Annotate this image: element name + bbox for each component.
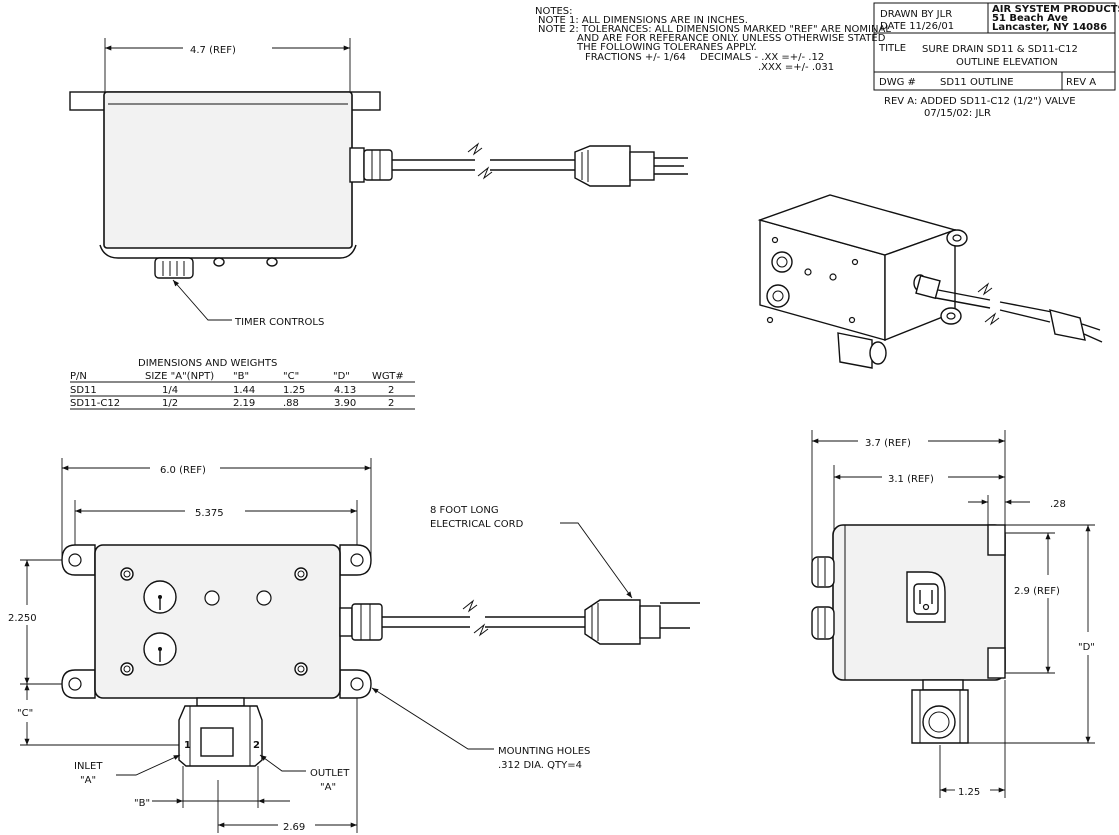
title-line1: SURE DRAIN SD11 & SD11-C12 xyxy=(922,44,1078,55)
table-cell: SD11 xyxy=(70,385,97,396)
note-2-line2: AND ARE FOR REFERANCE ONLY. UNLESS OTHER… xyxy=(577,33,886,44)
table-cell: 2 xyxy=(388,398,394,409)
side-valve-icon xyxy=(911,679,969,744)
top-width-label: 4.7 (REF) xyxy=(190,45,236,56)
note-1: NOTE 1: ALL DIMENSIONS ARE IN INCHES. xyxy=(538,15,748,26)
tolerance-fractions: FRACTIONS +/- 1/64 xyxy=(585,52,686,63)
table-cell: 1/2 xyxy=(162,398,178,409)
side-flange-label: .28 xyxy=(1050,499,1066,510)
table-cell: 2.19 xyxy=(233,398,255,409)
note-2-line3: THE FOLLOWING TOLERANES APPLY. xyxy=(576,42,757,53)
tolerance-decimals-xxx: .XXX =+/- .031 xyxy=(758,62,834,73)
table-row: SD11-C12 1/2 2.19 .88 3.90 2 xyxy=(70,398,394,409)
title-label: TITLE xyxy=(878,43,906,54)
mounting-hole-icon xyxy=(350,677,364,691)
revision: REV A xyxy=(1066,77,1096,88)
company-address-line1: 51 Beach Ave xyxy=(992,13,1068,24)
drawing-number: SD11 OUTLINE xyxy=(940,77,1014,88)
plug-icon xyxy=(574,145,688,187)
dim-c-label: "C" xyxy=(17,708,33,719)
table-header-c: "C" xyxy=(283,371,299,382)
notes-block: NOTES: NOTE 1: ALL DIMENSIONS ARE IN INC… xyxy=(535,6,891,73)
outlet-label-line2: "A" xyxy=(320,782,336,793)
inlet-port-number: 1 xyxy=(184,740,191,751)
dim-d-label: "D" xyxy=(1078,642,1095,653)
table-cell: 1.44 xyxy=(233,385,255,396)
timer-dial-icon xyxy=(143,580,177,614)
side-knob-icon xyxy=(811,556,835,588)
table-header-b: "B" xyxy=(233,371,249,382)
iso-cord-icon xyxy=(913,274,1103,343)
drawing-number-label: DWG # xyxy=(879,77,916,88)
revision-note: REV A: ADDED SD11-C12 (1/2") VALVE xyxy=(884,96,1076,107)
table-title: DIMENSIONS AND WEIGHTS xyxy=(138,358,277,369)
side-height-label: 2.9 (REF) xyxy=(1014,586,1060,597)
drawing-date: DATE 11/26/01 xyxy=(880,21,954,32)
table-cell: 4.13 xyxy=(334,385,356,396)
side-valve-width-label: 1.25 xyxy=(958,787,980,798)
timer-knob-icon xyxy=(154,257,194,279)
title-line2: OUTLINE ELEVATION xyxy=(956,57,1058,68)
mounting-holes-label-line1: MOUNTING HOLES xyxy=(498,746,590,757)
table-row: SD11 1/4 1.44 1.25 4.13 2 xyxy=(70,385,394,396)
cord-label-line2: ELECTRICAL CORD xyxy=(430,519,524,530)
hole-spacing-label: 5.375 xyxy=(195,508,224,519)
notes-heading: NOTES: xyxy=(535,6,573,17)
side-view: 3.7 (REF) 3.1 (REF) .28 xyxy=(811,430,1095,798)
note-2-line1: NOTE 2: TOLERANCES: ALL DIMENSIONS MARKE… xyxy=(538,24,891,35)
isometric-view xyxy=(757,194,1103,369)
front-view: 6.0 (REF) 5.375 xyxy=(8,458,700,833)
hole-vertical-label: 2.250 xyxy=(8,613,37,624)
table-cell: 2 xyxy=(388,385,394,396)
receptacle-icon xyxy=(906,571,946,623)
outlet-port-number: 2 xyxy=(253,740,260,751)
cord-label-line1: 8 FOOT LONG xyxy=(430,505,499,516)
side-body-depth-label: 3.1 (REF) xyxy=(888,474,934,485)
inlet-label-line1: INLET xyxy=(74,761,103,772)
table-cell: 1.25 xyxy=(283,385,305,396)
front-width-label: 6.0 (REF) xyxy=(160,465,206,476)
inlet-label-line2: "A" xyxy=(80,775,96,786)
valve-icon: 1 2 xyxy=(178,697,263,767)
side-knob-icon xyxy=(811,606,835,640)
top-view: 4.7 (REF) xyxy=(69,38,688,328)
plug-icon xyxy=(584,599,700,645)
timer-dial-icon xyxy=(143,632,177,666)
table-header-row: P/N SIZE "A"(NPT) "B" "C" "D" WGT# xyxy=(70,371,404,382)
title-block: DRAWN BY JLR DATE 11/26/01 AIR SYSTEM PR… xyxy=(873,2,1119,119)
table-cell: .88 xyxy=(283,398,299,409)
table-header-size: SIZE "A"(NPT) xyxy=(145,371,214,382)
mounting-holes-label-line2: .312 DIA. QTY=4 xyxy=(498,760,582,771)
timer-controls-label: TIMER CONTROLS xyxy=(234,317,324,328)
dim-269-label: 2.69 xyxy=(283,822,305,833)
table-header-wgt: WGT# xyxy=(372,371,404,382)
table-cell: 1/4 xyxy=(162,385,178,396)
table-cell: SD11-C12 xyxy=(70,398,120,409)
table-header-d: "D" xyxy=(333,371,350,382)
dim-b-label: "B" xyxy=(134,798,150,809)
company-address-line2: Lancaster, NY 14086 xyxy=(992,22,1107,33)
tolerance-decimals: DECIMALS - .XX =+/- .12 xyxy=(700,52,824,63)
top-enclosure xyxy=(103,91,353,249)
side-depth-label: 3.7 (REF) xyxy=(865,438,911,449)
outlet-label-line1: OUTLET xyxy=(310,768,350,779)
table-header-pn: P/N xyxy=(70,371,87,382)
cord-strain-relief-icon xyxy=(349,147,393,183)
company-name: AIR SYSTEM PRODUCTS xyxy=(992,4,1119,15)
table-cell: 3.90 xyxy=(334,398,356,409)
drawn-by: DRAWN BY JLR xyxy=(880,9,952,20)
dimensions-table: DIMENSIONS AND WEIGHTS P/N SIZE "A"(NPT)… xyxy=(70,358,415,410)
revision-date: 07/15/02: JLR xyxy=(924,108,991,119)
